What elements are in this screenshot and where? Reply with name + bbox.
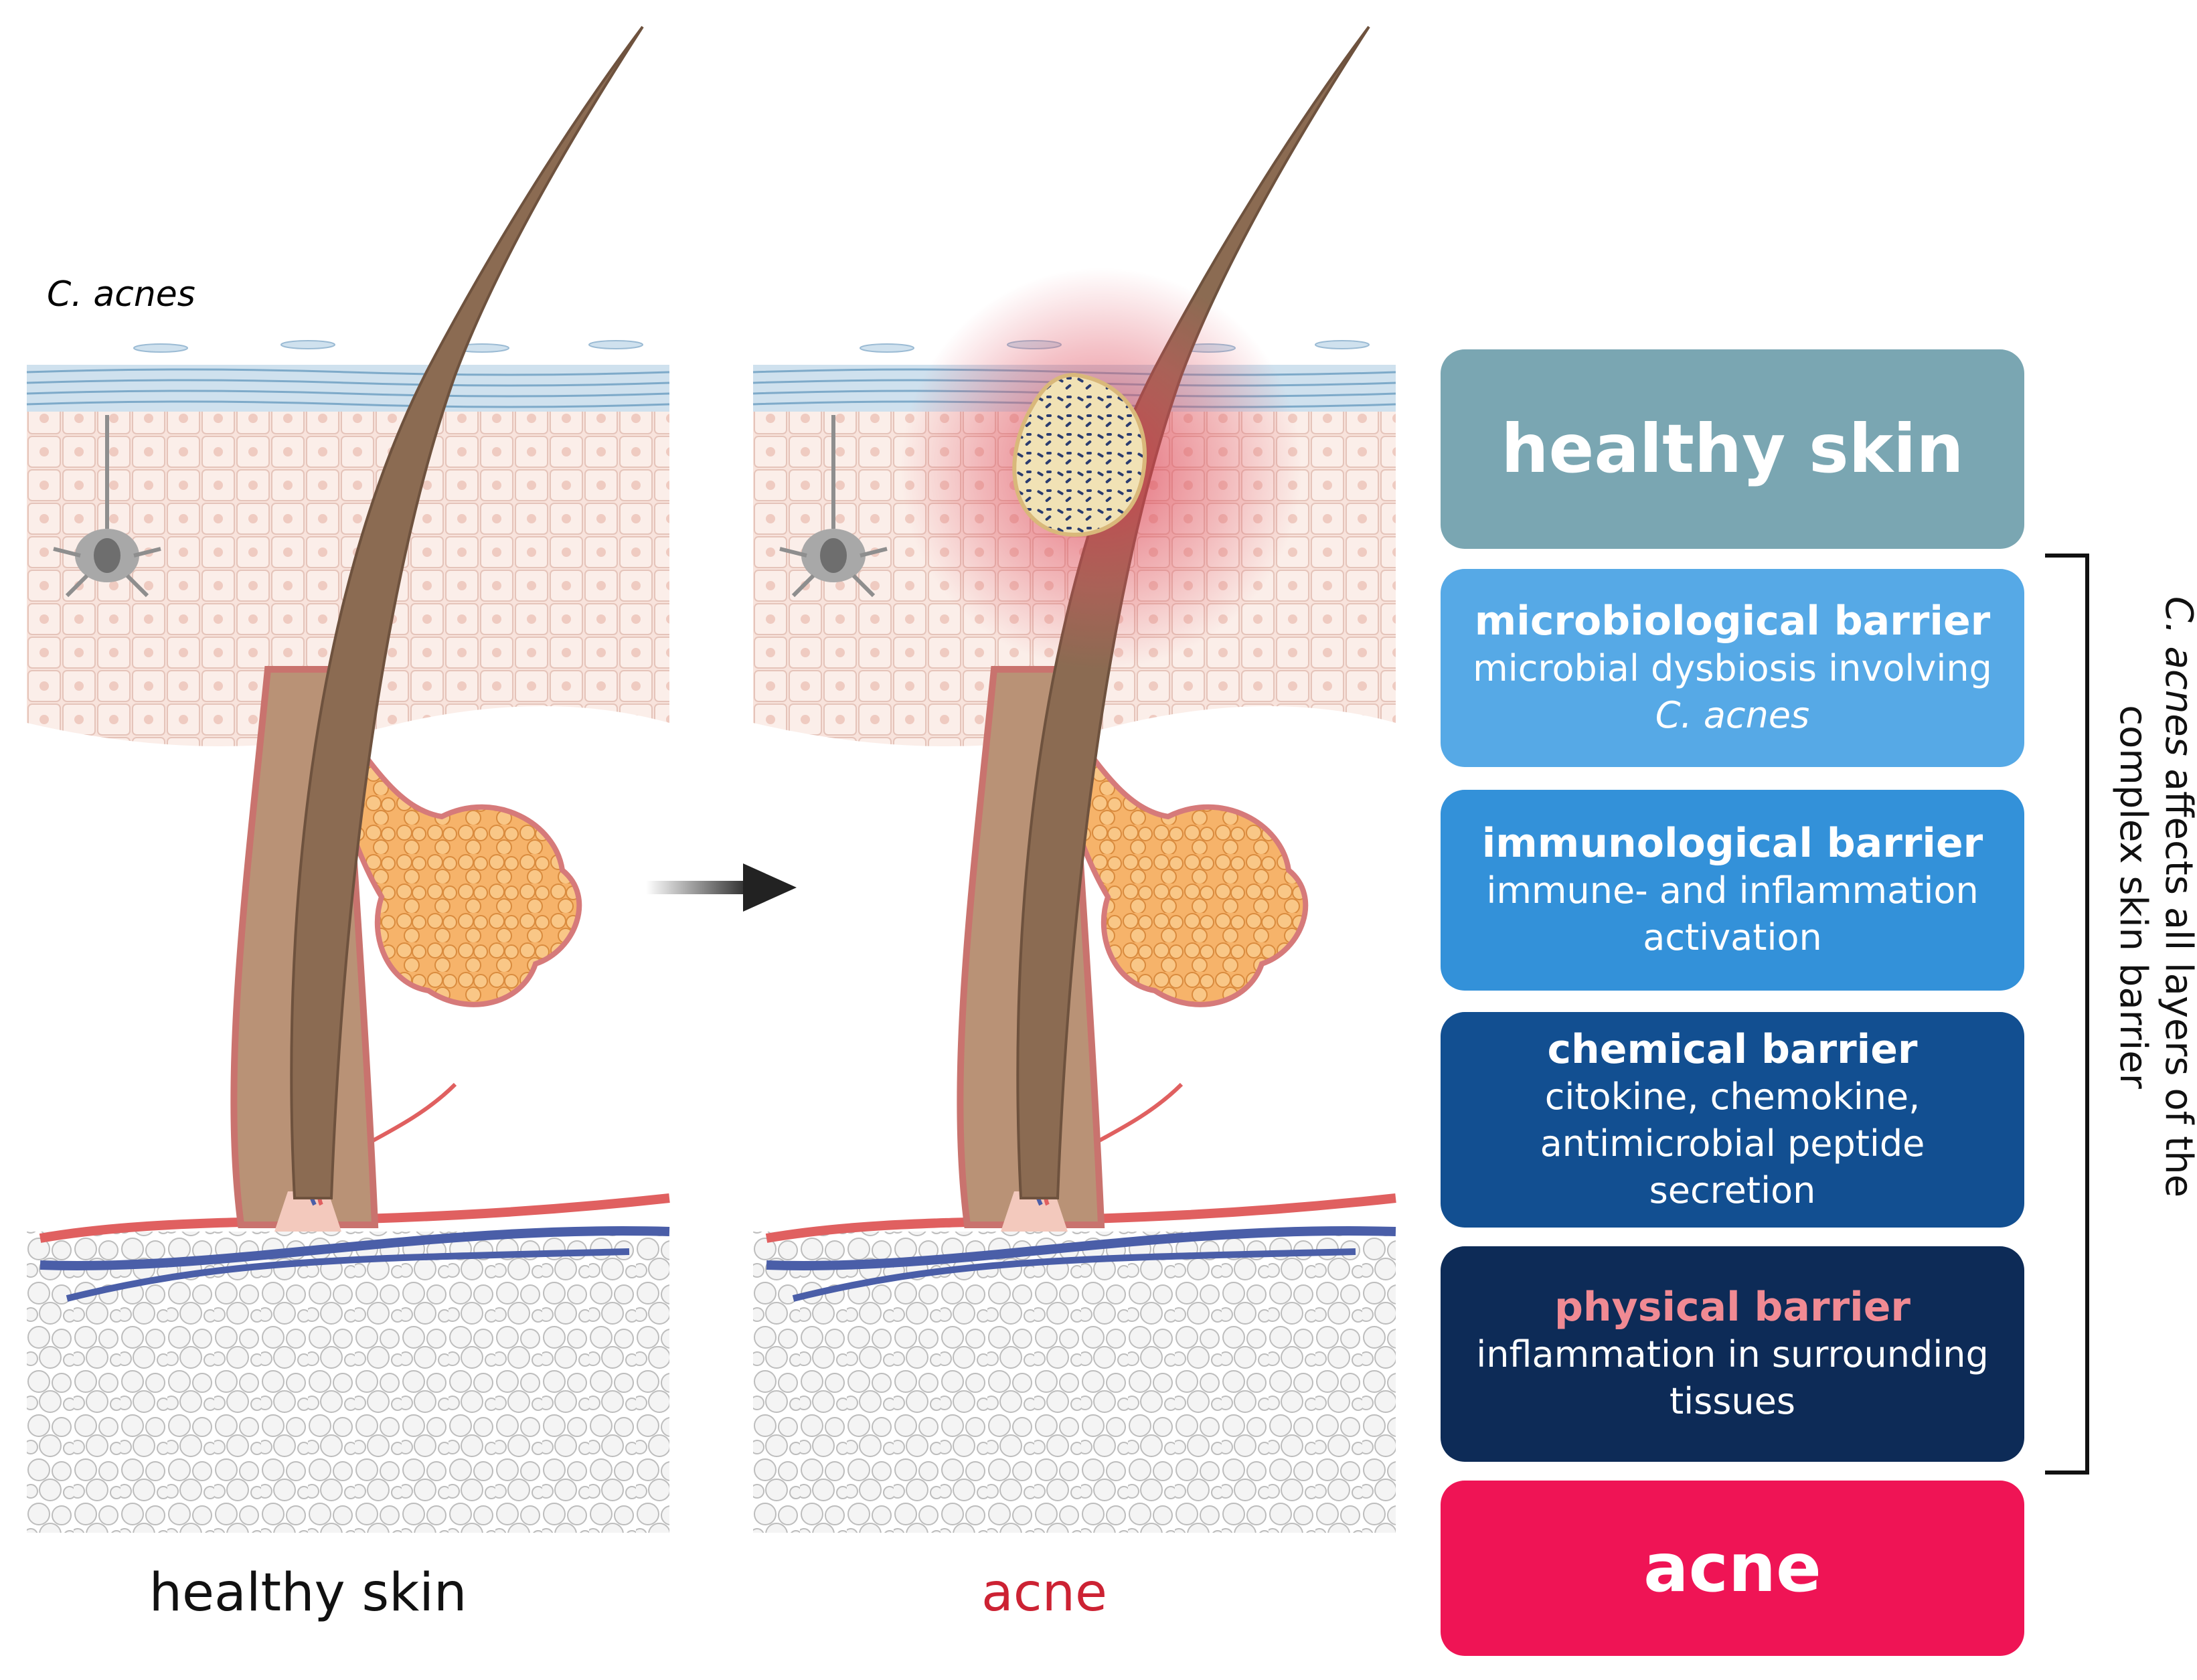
chemical-barrier-title: chemical barrier <box>1547 1026 1918 1073</box>
immunological-barrier-title: immunological barrier <box>1481 820 1983 867</box>
acne-caption: acne <box>981 1563 1108 1623</box>
acne-skin-illustration <box>753 27 1396 1533</box>
comedone-plug <box>1012 372 1147 537</box>
microbiological-barrier-title: microbiological barrier <box>1474 598 1991 645</box>
transition-arrow-icon <box>646 863 797 912</box>
chemical-barrier-line1: citokine, chemokine, <box>1544 1076 1921 1118</box>
acne-box: acne <box>1441 1481 2024 1656</box>
chemical-barrier-box: chemical barrier citokine, chemokine, an… <box>1441 1012 2024 1228</box>
healthy-skin-box-title: healthy skin <box>1501 410 1964 488</box>
chemical-barrier-line3: secretion <box>1649 1169 1816 1211</box>
physical-barrier-line1: inflammation in surrounding <box>1476 1333 1989 1375</box>
physical-barrier-line2: tissues <box>1669 1380 1796 1422</box>
healthy-skin-caption: healthy skin <box>149 1563 467 1623</box>
bracket-label: C. acnes affects all layers of the compl… <box>2110 596 2197 1198</box>
microbiological-barrier-line1: microbial dysbiosis involving <box>1473 647 1992 689</box>
bracket-label-text2: complex skin barrier <box>2111 705 2155 1089</box>
immunological-barrier-line1: immune- and inflammation <box>1486 869 1979 912</box>
bracket-label-italic: C. acnes <box>2157 596 2197 756</box>
layers-bracket <box>2045 554 2089 1475</box>
physical-barrier-title: physical barrier <box>1554 1284 1911 1331</box>
microbiological-barrier-box: microbiological barrier microbial dysbio… <box>1441 569 2024 767</box>
healthy-skin-box: healthy skin <box>1441 349 2024 549</box>
chemical-barrier-line2: antimicrobial peptide <box>1540 1122 1925 1165</box>
immunological-barrier-line2: activation <box>1643 916 1822 958</box>
immunological-barrier-box: immunological barrier immune- and inflam… <box>1441 790 2024 991</box>
physical-barrier-box: physical barrier inflammation in surroun… <box>1441 1246 2024 1462</box>
healthy-skin-illustration <box>27 27 669 1533</box>
bracket-label-text1: affects all layers of the <box>2157 756 2197 1198</box>
acne-box-title: acne <box>1643 1529 1821 1607</box>
bacteria-label: C. acnes <box>47 274 195 315</box>
microbiological-barrier-line2: C. acnes <box>1655 694 1810 736</box>
